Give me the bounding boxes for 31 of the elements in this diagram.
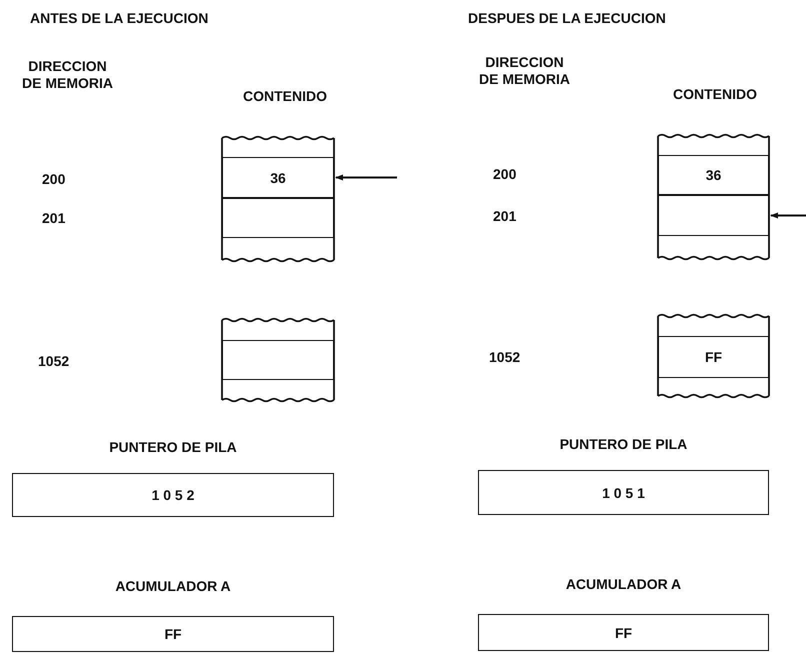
memory-cell [658,155,769,195]
cell-value: 36 [270,170,286,186]
register-label: ACUMULADOR A [114,578,232,594]
memory-address: 201 [42,210,66,227]
arrow [770,212,806,218]
section-title: ANTES DE LA EJECUCION [30,10,210,27]
column-heading: CONTENIDO [242,88,328,105]
column-heading: CONTENIDO [672,86,758,103]
memory-cell [222,198,334,238]
arrow [335,174,397,180]
memory-cell [658,195,769,236]
register-label: PUNTERO DE PILA [108,439,238,455]
memory-address: 200 [493,166,518,183]
column-heading: DIRECCION DE MEMORIA [21,58,114,92]
column-heading: DIRECCION DE MEMORIA [478,54,571,88]
register-value: 1 0 5 2 [152,487,194,503]
memory-address: 1052 [38,353,70,370]
register-label: PUNTERO DE PILA [558,436,688,452]
memory-cell [222,157,334,198]
register-value: 1 0 5 1 [602,484,645,500]
register-label: ACUMULADOR A [564,576,682,592]
memory-address: 1052 [489,349,522,366]
register-value: FF [164,626,182,642]
register-value: FF [614,624,632,640]
memory-address: 201 [493,208,518,225]
memory-cell [658,336,769,378]
memory-cell [222,340,334,380]
cell-value: 36 [706,167,722,183]
section-title: DESPUES DE LA EJECUCION [468,10,667,27]
memory-address: 200 [42,171,66,188]
cell-value: FF [704,349,722,365]
